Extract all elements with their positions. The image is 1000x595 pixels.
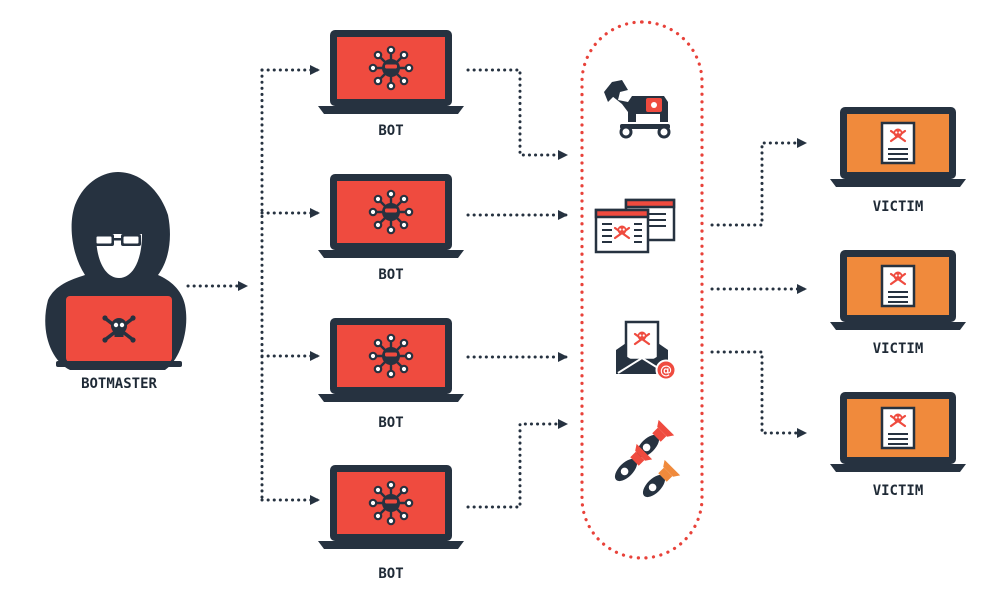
hooded-hacker-icon — [45, 172, 187, 370]
bot-node — [318, 30, 464, 114]
attack-vectors-group — [580, 20, 704, 560]
virus-icon — [368, 333, 414, 379]
infected-document-icon — [880, 264, 916, 308]
spam-email-icon: @ — [616, 320, 677, 381]
victim-label: VICTIM — [873, 199, 924, 215]
victim-node — [830, 250, 966, 330]
bot-label: BOT — [378, 415, 403, 431]
phishing-pages-icon — [594, 198, 676, 254]
infected-document-icon — [880, 406, 916, 450]
virus-icon — [368, 480, 414, 526]
victim-label: VICTIM — [873, 483, 924, 499]
bot-node — [318, 174, 464, 258]
connectors — [186, 65, 807, 509]
victim-node — [830, 107, 966, 187]
bot-node — [318, 465, 464, 549]
virus-icon — [368, 45, 414, 91]
bot-node — [318, 318, 464, 402]
bot-label: BOT — [378, 566, 403, 582]
botmaster-label: BOTMASTER — [81, 376, 157, 392]
bot-label: BOT — [378, 123, 403, 139]
victim-label: VICTIM — [873, 341, 924, 357]
infected-document-icon — [880, 121, 916, 165]
bot-label: BOT — [378, 267, 403, 283]
ddos-bombs-icon — [614, 419, 681, 498]
trojan-horse-icon — [604, 80, 671, 139]
virus-icon — [368, 189, 414, 235]
svg-text:@: @ — [660, 364, 672, 378]
victim-node — [830, 392, 966, 472]
